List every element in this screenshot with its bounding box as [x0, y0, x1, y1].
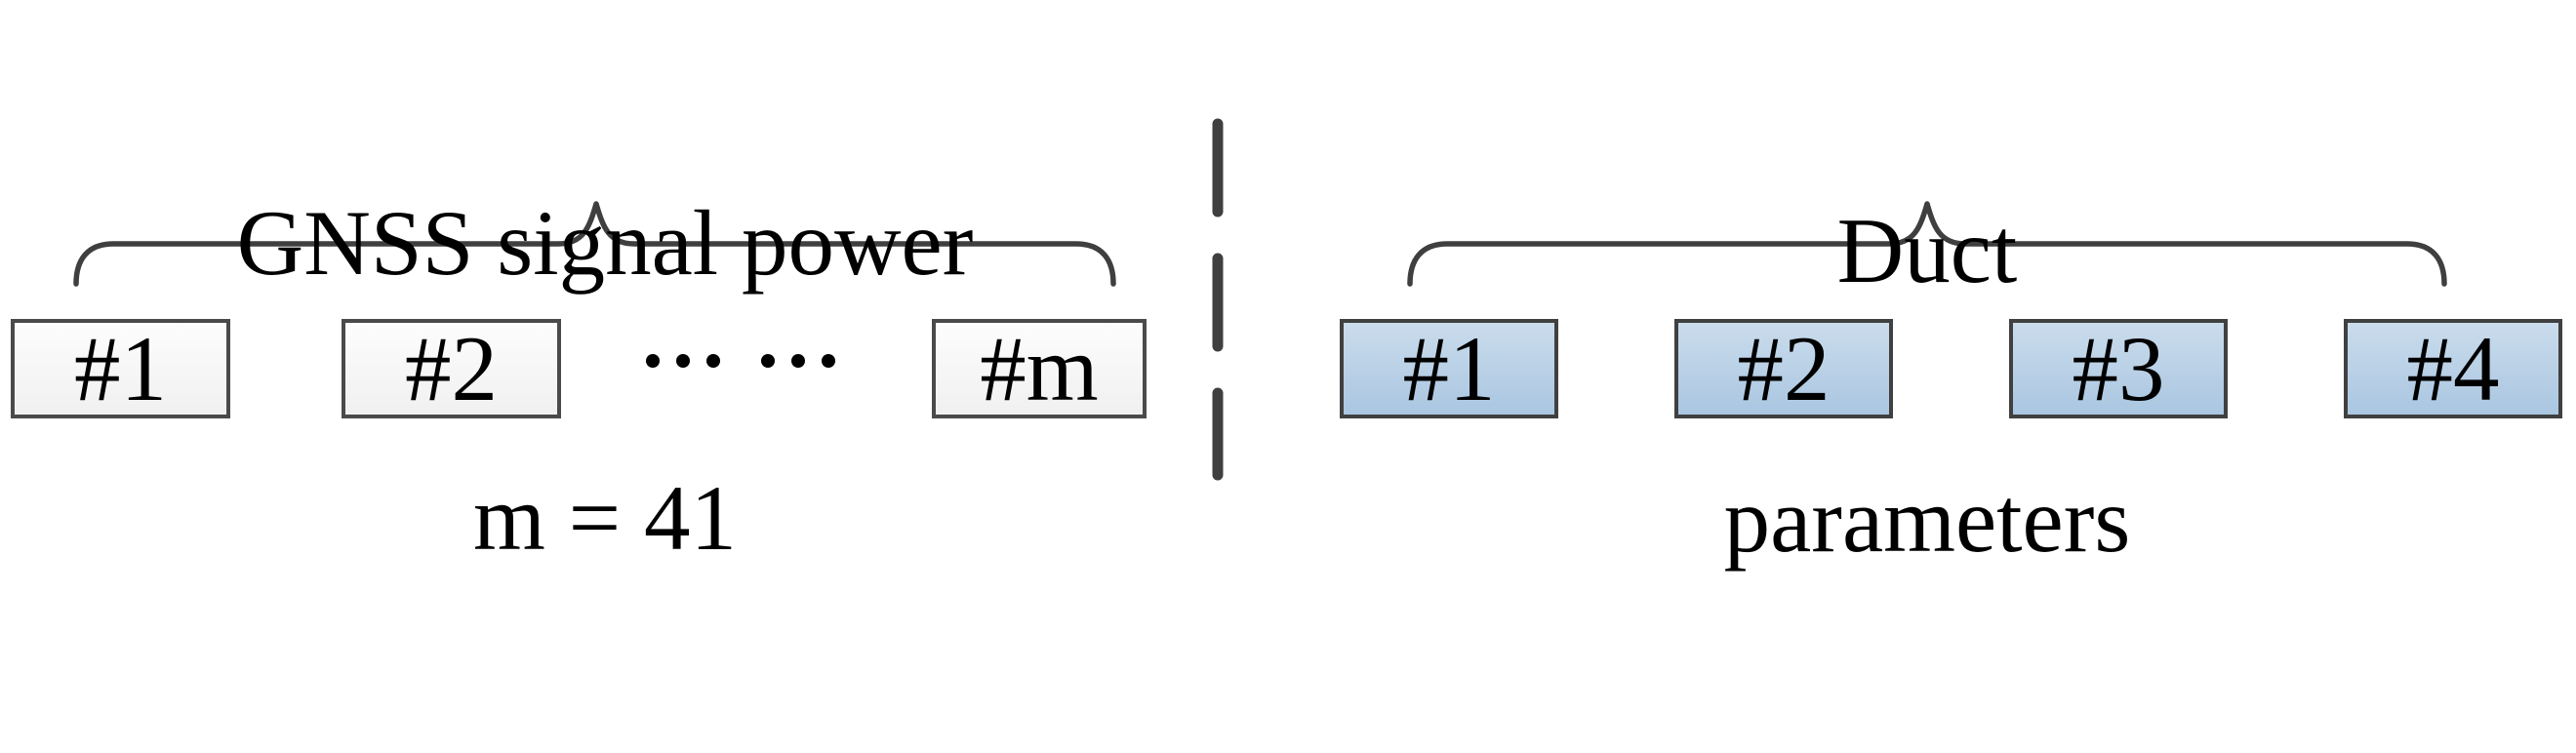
gnss-box-1: #1 [11, 319, 230, 418]
right-group-title-line2: parameters [1723, 468, 2131, 572]
duct-box-1-label: #1 [1402, 316, 1496, 420]
duct-box-1: #1 [1340, 319, 1558, 418]
ellipsis-dot [676, 354, 690, 368]
duct-box-3-label: #3 [2072, 316, 2165, 420]
right-brace [1407, 201, 2447, 287]
left-group-title-line2: m = 41 [473, 466, 737, 570]
right-group-title: Duct parameters [1439, 26, 2415, 744]
gnss-box-2-label: #2 [405, 316, 498, 420]
ellipsis-dot [706, 354, 720, 368]
duct-box-4-label: #4 [2406, 316, 2500, 420]
ellipsis-dots [646, 312, 835, 410]
ellipsis-dot [646, 354, 660, 368]
gnss-box-m: #m [932, 319, 1147, 418]
figure-line-art [73, 118, 2447, 481]
ellipsis-dot [761, 354, 775, 368]
gnss-box-1-label: #1 [74, 316, 167, 420]
figure-canvas: GNSS signal power m = 41 Duct parameters… [11, 118, 2562, 567]
left-group-title-line1: GNSS signal power [236, 191, 974, 295]
gnss-box-m-label: #m [980, 316, 1099, 420]
duct-box-3: #3 [2009, 319, 2228, 418]
ellipsis-dot [822, 354, 835, 368]
ellipsis-dot [791, 354, 805, 368]
ellipsis-dot-group [646, 354, 720, 368]
ellipsis-dot-group [761, 354, 835, 368]
duct-box-2-label: #2 [1737, 316, 1831, 420]
left-brace [73, 201, 1116, 287]
duct-box-2: #2 [1674, 319, 1893, 418]
gnss-box-2: #2 [342, 319, 561, 418]
duct-box-4: #4 [2344, 319, 2562, 418]
right-group-title-line1: Duct [1836, 199, 2018, 302]
